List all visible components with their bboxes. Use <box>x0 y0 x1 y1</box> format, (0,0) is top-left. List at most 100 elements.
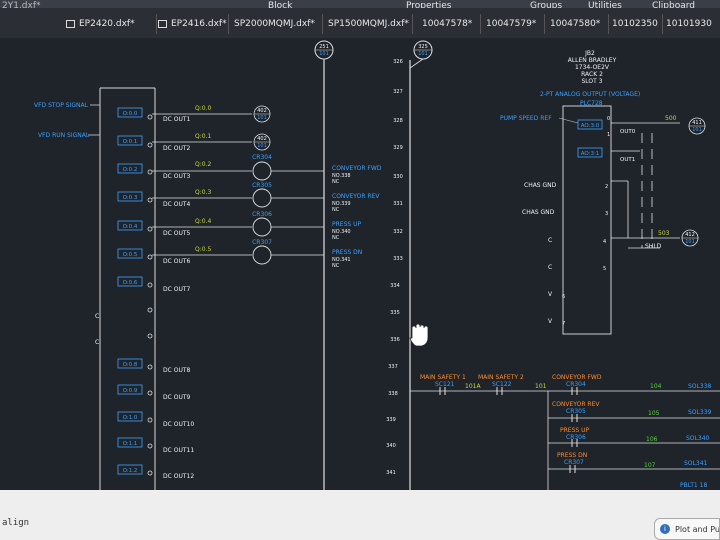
svg-text:O:0.6: O:0.6 <box>123 280 138 286</box>
svg-text:CR307: CR307 <box>252 239 272 246</box>
file-tab-2[interactable]: EP2416.dxf* <box>154 14 229 34</box>
svg-text:DC OUT11: DC OUT11 <box>163 447 194 454</box>
svg-text:Q:0.5: Q:0.5 <box>195 246 211 253</box>
status-area <box>0 490 720 540</box>
output-row-3[interactable]: O:0.2 DC OUT3 Q:0.2 CR304 CONVEYOR FWD N… <box>117 154 382 185</box>
svg-text:Q:0.4: Q:0.4 <box>195 218 211 225</box>
output-row-11[interactable]: O:1.1 DC OUT11 <box>117 437 194 454</box>
svg-text:Q:0.1: Q:0.1 <box>195 133 211 140</box>
ref-circle-412: 412 101 <box>681 229 699 247</box>
svg-text:SOL341: SOL341 <box>684 460 708 467</box>
svg-text:2: 2 <box>605 184 608 190</box>
svg-text:AO:3:0: AO:3:0 <box>581 123 600 129</box>
svg-text:PRESS UP: PRESS UP <box>560 427 589 434</box>
svg-text:333: 333 <box>393 256 403 262</box>
svg-text:O:1.2: O:1.2 <box>123 468 138 474</box>
svg-text:5: 5 <box>603 266 606 272</box>
svg-text:334: 334 <box>390 283 400 289</box>
svg-text:SC122: SC122 <box>492 381 512 388</box>
output-row-4[interactable]: O:0.3 DC OUT4 Q:0.3 CR305 CONVEYOR REV N… <box>117 182 380 213</box>
svg-text:338: 338 <box>388 391 398 397</box>
svg-text:402: 402 <box>257 136 267 142</box>
svg-text:O:0.0: O:0.0 <box>123 111 138 117</box>
svg-text:340: 340 <box>386 443 396 449</box>
file-tab-7[interactable]: 10047580* <box>546 14 609 34</box>
relay-coil-icon <box>252 217 272 237</box>
ladder-rung-4[interactable]: PRESS DN CR307 107 SOL341 <box>548 452 720 473</box>
line-numbers: 326 327 328 329 330 331 332 333 334 335 … <box>386 59 403 476</box>
ref-circle-411: 411 101 <box>688 117 706 135</box>
file-tab-1[interactable]: EP2420.dxf* <box>62 14 157 34</box>
svg-text:OUT1: OUT1 <box>620 157 635 163</box>
file-tab-4[interactable]: SP1500MQMJ.dxf* <box>324 14 413 34</box>
svg-text:101: 101 <box>319 51 329 57</box>
groups-panel[interactable]: Groups <box>530 1 563 11</box>
ladder-rung-1[interactable]: CONVEYOR FWD CR304 104 SOL338 <box>552 374 712 395</box>
plc-analog-module[interactable]: JB2 ALLEN BRADLEY 1734-OE2V RACK 2 SLOT … <box>500 50 680 335</box>
svg-text:DC OUT5: DC OUT5 <box>163 230 190 237</box>
svg-text:NC: NC <box>332 207 340 213</box>
svg-text:CONVEYOR FWD: CONVEYOR FWD <box>552 374 602 381</box>
utilities-panel[interactable]: Utilities <box>588 1 622 11</box>
output-row-12[interactable]: O:1.2 DC OUT12 <box>117 464 194 480</box>
svg-text:CONVEYOR REV: CONVEYOR REV <box>332 193 380 200</box>
svg-text:CONVEYOR REV: CONVEYOR REV <box>552 401 600 408</box>
ref-circle-402-b: 402 101 <box>253 133 271 151</box>
output-row-9[interactable]: O:0.9 DC OUT9 <box>117 384 190 401</box>
clipboard-panel[interactable]: Clipboard <box>652 1 695 11</box>
ref-circle-402-a: 402 101 <box>253 105 271 123</box>
ladder-rung-2[interactable]: CONVEYOR REV CR305 105 SOL339 <box>548 401 720 422</box>
svg-text:DC OUT1: DC OUT1 <box>163 116 190 123</box>
output-row-5[interactable]: O:0.4 DC OUT5 Q:0.4 CR306 PRESS UP NO.34… <box>117 211 361 241</box>
file-tab-6[interactable]: 10047579* <box>482 14 545 34</box>
svg-text:CR304: CR304 <box>252 154 272 161</box>
properties-panel[interactable]: Properties <box>406 1 452 11</box>
svg-text:1734-OE2V: 1734-OE2V <box>575 64 610 71</box>
output-row-6[interactable]: O:0.5 DC OUT6 Q:0.5 CR307 PRESS DN NO.34… <box>117 239 362 269</box>
svg-text:107: 107 <box>644 462 656 469</box>
drawing-canvas[interactable]: 251 101 325 101 326 327 328 329 330 331 … <box>0 38 720 490</box>
svg-text:330: 330 <box>393 174 403 180</box>
svg-text:CR306: CR306 <box>252 211 272 218</box>
file-tab-8[interactable]: 10102350 <box>608 14 663 34</box>
relay-coil-icon <box>252 245 272 265</box>
command-line[interactable]: align <box>2 518 30 528</box>
svg-text:DC OUT7: DC OUT7 <box>163 286 190 293</box>
svg-text:101: 101 <box>685 239 695 245</box>
svg-text:101: 101 <box>257 115 267 121</box>
output-row-7[interactable]: O:0.6 DC OUT7 <box>117 276 190 293</box>
file-tab-9[interactable]: 10101930 <box>662 14 720 34</box>
output-row-8[interactable]: O:0.8 DC OUT8 <box>117 358 190 374</box>
svg-text:101: 101 <box>257 143 267 149</box>
file-tab-3[interactable]: SP2000MQMJ.dxf* <box>230 14 323 34</box>
output-row-1[interactable]: O:0.0 DC OUT1 Q:0.0 <box>117 105 252 123</box>
svg-text:O:0.4: O:0.4 <box>123 224 138 230</box>
svg-text:DC OUT10: DC OUT10 <box>163 421 194 428</box>
svg-text:327: 327 <box>393 89 403 95</box>
svg-text:SHLD: SHLD <box>645 243 662 250</box>
svg-text:PRESS DN: PRESS DN <box>332 249 362 256</box>
svg-text:V: V <box>548 318 553 325</box>
safety-rung[interactable]: MAIN SAFETY 1 SC121 101A MAIN SAFETY 2 S… <box>410 374 720 490</box>
svg-text:O:0.9: O:0.9 <box>123 388 138 394</box>
c-label-left-2: C <box>95 339 99 346</box>
svg-text:DC OUT2: DC OUT2 <box>163 145 190 152</box>
svg-text:3: 3 <box>605 211 608 217</box>
relay-coil-icon <box>252 188 272 208</box>
svg-text:411: 411 <box>692 120 702 126</box>
svg-text:O:0.3: O:0.3 <box>123 195 138 201</box>
output-row-10[interactable]: O:1.0 DC OUT10 <box>117 411 194 428</box>
block-panel[interactable]: Block <box>268 1 293 11</box>
svg-text:412: 412 <box>685 232 695 238</box>
svg-text:O:0.1: O:0.1 <box>123 139 138 145</box>
svg-text:CR305: CR305 <box>566 408 586 415</box>
svg-text:DC OUT12: DC OUT12 <box>163 473 194 480</box>
pblt-label: PBLT1 18 <box>680 482 707 489</box>
svg-text:SOL340: SOL340 <box>686 435 710 442</box>
output-row-2[interactable]: O:0.1 DC OUT2 Q:0.1 <box>117 133 252 152</box>
svg-text:PUMP SPEED REF: PUMP SPEED REF <box>500 115 552 122</box>
file-tab-5[interactable]: 10047578* <box>418 14 481 34</box>
ladder-rung-3[interactable]: PRESS UP CR306 106 SOL340 <box>548 427 720 447</box>
svg-text:PLC728: PLC728 <box>580 100 603 107</box>
